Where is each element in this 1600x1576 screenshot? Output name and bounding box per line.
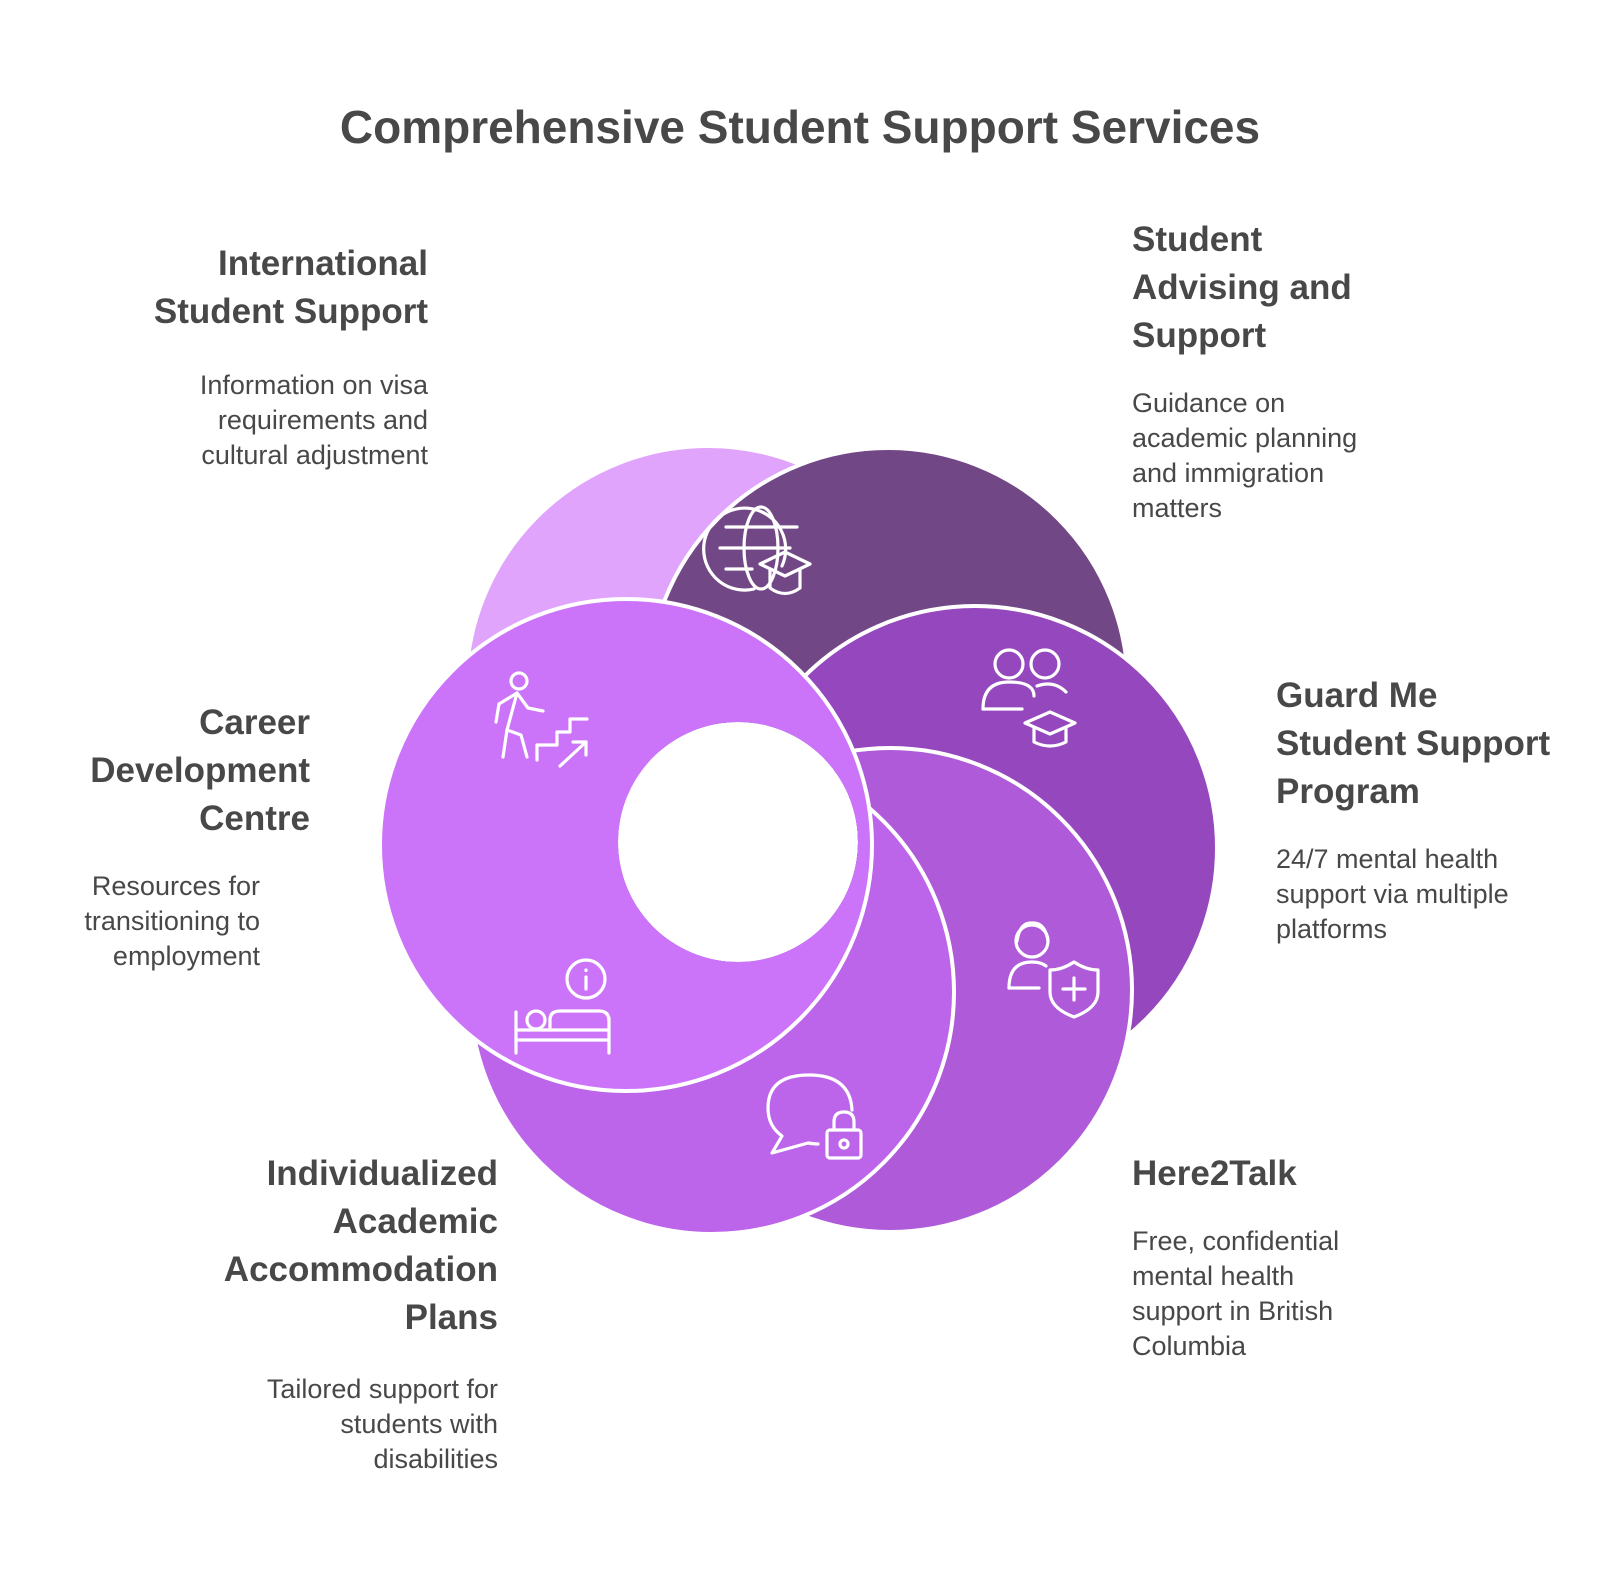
student-advising-title: Student Advising and Support <box>1132 220 1352 355</box>
accommodation-title: Individualized Academic Accommodation Pl… <box>223 1154 498 1337</box>
guard-me-block: Guard Me Student Support Program 24/7 me… <box>1276 672 1576 947</box>
here2talk-title: Here2Talk <box>1132 1154 1297 1193</box>
chat-lock-icon <box>766 1073 863 1160</box>
guard-me-description: 24/7 mental health support via multiple … <box>1276 844 1509 944</box>
globe-graduation-icon <box>702 505 812 596</box>
career-description: Resources for transitioning to employmen… <box>84 871 260 971</box>
student-advising-block: Student Advising and Support Guidance on… <box>1132 216 1382 526</box>
people-graduation-icon <box>981 648 1077 748</box>
international-student-support-block: International Student Support Informatio… <box>140 240 428 473</box>
international-student-support-title: International Student Support <box>153 244 428 331</box>
career-block: Career Development Centre Resources for … <box>30 699 310 974</box>
accommodation-block: Individualized Academic Accommodation Pl… <box>190 1150 498 1477</box>
international-student-support-description: Information on visa requirements and cul… <box>199 370 428 470</box>
guard-me-title: Guard Me Student Support Program <box>1276 676 1551 811</box>
career-title: Career Development Centre <box>90 703 310 838</box>
person-stairs-icon <box>494 671 589 768</box>
accommodation-description: Tailored support for students with disab… <box>266 1374 498 1474</box>
person-shield-plus-icon <box>1007 921 1100 1019</box>
here2talk-description: Free, confidential mental health support… <box>1132 1226 1340 1361</box>
bed-info-icon <box>514 958 611 1055</box>
here2talk-block: Here2Talk Free, confidential mental heal… <box>1132 1150 1382 1364</box>
student-advising-description: Guidance on academic planning and immigr… <box>1132 388 1358 523</box>
career-petal <box>378 597 874 1093</box>
diagram-title: Comprehensive Student Support Services <box>339 101 1261 153</box>
